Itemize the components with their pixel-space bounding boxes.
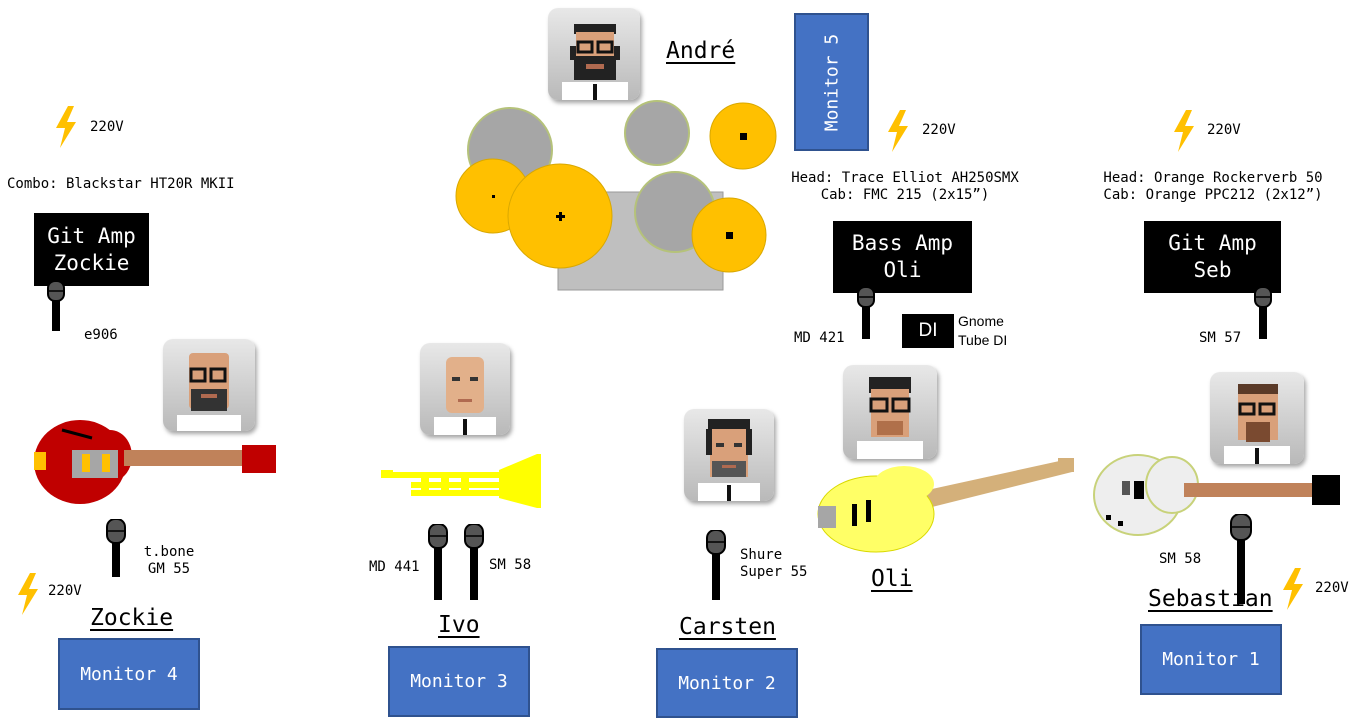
microphone-icon bbox=[47, 281, 65, 331]
avatar-ivo bbox=[420, 343, 510, 435]
avatar-icon bbox=[698, 419, 760, 501]
microphone-icon bbox=[106, 519, 126, 577]
di-label-2: Tube DI bbox=[958, 332, 1008, 348]
avatar-oli bbox=[843, 365, 937, 459]
drum-kit-icon bbox=[455, 100, 777, 291]
lightning-bolt-icon bbox=[888, 110, 908, 152]
name-ivo: Ivo bbox=[438, 612, 480, 638]
mic-label-seb-amp: SM 57 bbox=[1199, 330, 1242, 346]
mic-label-zockie-amp: e906 bbox=[84, 327, 118, 343]
amp-seb: Git Amp Seb bbox=[1144, 221, 1281, 293]
monitor-2-label: Monitor 2 bbox=[678, 672, 776, 694]
mic-label-zockie-vox-2: GM 55 bbox=[147, 561, 191, 577]
avatar-sebastian bbox=[1210, 372, 1304, 464]
name-andre: André bbox=[666, 38, 736, 64]
guitar-icon bbox=[1093, 454, 1340, 536]
lightning-bolt-icon bbox=[18, 573, 38, 615]
amp-zockie-line1: Git Amp bbox=[47, 223, 136, 248]
equipment-oli: Head: Trace Elliot AH250SMX Cab: FMC 215… bbox=[770, 170, 1040, 204]
monitor-5: Monitor 5 bbox=[794, 13, 869, 151]
equipment-oli-head: Head: Trace Elliot AH250SMX bbox=[791, 170, 1019, 186]
equipment-oli-cab: Cab: FMC 215 (2x15”) bbox=[820, 187, 990, 203]
di-label: Gnome Tube DI bbox=[958, 312, 1007, 350]
mic-label-ivo-2: SM 58 bbox=[489, 557, 532, 573]
monitor-4: Monitor 4 bbox=[58, 638, 200, 710]
mic-label-carsten-1: Shure bbox=[740, 547, 783, 563]
equipment-seb-cab: Cab: Orange PPC212 (2x12”) bbox=[1103, 187, 1323, 203]
amp-seb-line2: Seb bbox=[1193, 258, 1232, 282]
mic-label-zockie-vox-1: t.bone bbox=[143, 544, 195, 560]
amp-oli: Bass Amp Oli bbox=[833, 221, 972, 293]
amp-zockie: Git Amp Zockie bbox=[34, 213, 149, 286]
amp-oli-line2: Oli bbox=[883, 258, 922, 282]
microphone-icon bbox=[857, 287, 875, 339]
lightning-bolt-icon bbox=[56, 106, 76, 148]
mic-label-carsten-2: Super 55 bbox=[740, 564, 808, 580]
mic-label-carsten: Shure Super 55 bbox=[740, 547, 807, 581]
name-sebastian: Sebastian bbox=[1148, 586, 1273, 612]
equipment-seb: Head: Orange Rockerverb 50 Cab: Orange P… bbox=[1082, 170, 1344, 204]
power-label-zockie: 220V bbox=[48, 583, 82, 599]
microphone-icon bbox=[1230, 514, 1252, 604]
lightning-bolt-icon bbox=[1283, 568, 1303, 610]
avatar-icon bbox=[177, 353, 241, 431]
monitor-3-label: Monitor 3 bbox=[410, 671, 508, 692]
name-zockie: Zockie bbox=[90, 605, 174, 631]
monitor-3: Monitor 3 bbox=[388, 646, 530, 717]
monitor-5-label: Monitor 5 bbox=[821, 33, 843, 131]
mic-label-ivo-1: MD 441 bbox=[369, 559, 420, 575]
avatar-zockie bbox=[163, 339, 255, 431]
power-label-oli: 220V bbox=[922, 122, 956, 138]
mic-label-zockie-vox: t.bone GM 55 bbox=[134, 544, 204, 578]
di-box: DI bbox=[902, 314, 954, 348]
guitar-icon bbox=[34, 420, 276, 504]
name-carsten: Carsten bbox=[679, 614, 776, 640]
avatar-andre bbox=[548, 8, 640, 100]
bass-guitar-icon bbox=[817, 458, 1074, 553]
power-label-sebastian: 220V bbox=[1315, 580, 1349, 596]
lightning-bolt-icon bbox=[1174, 110, 1194, 152]
mic-label-seb-vox: SM 58 bbox=[1159, 551, 1202, 567]
avatar-carsten bbox=[684, 409, 774, 501]
equipment-seb-head: Head: Orange Rockerverb 50 bbox=[1103, 170, 1323, 186]
power-label-seb-amp: 220V bbox=[1207, 122, 1241, 138]
di-label-1: Gnome bbox=[958, 313, 1004, 329]
amp-seb-line1: Git Amp bbox=[1168, 231, 1257, 255]
monitor-1-label: Monitor 1 bbox=[1162, 649, 1260, 670]
name-oli: Oli bbox=[871, 566, 913, 592]
monitor-4-label: Monitor 4 bbox=[80, 663, 178, 685]
amp-zockie-line2: Zockie bbox=[53, 250, 130, 275]
amp-oli-line1: Bass Amp bbox=[851, 231, 954, 255]
mic-label-oli-amp: MD 421 bbox=[794, 330, 845, 346]
power-label-zockie-amp: 220V bbox=[90, 119, 124, 135]
monitor-2: Monitor 2 bbox=[656, 648, 798, 718]
avatar-icon bbox=[434, 357, 496, 435]
equipment-zockie-combo: Combo: Blackstar HT20R MKII bbox=[7, 176, 235, 192]
monitor-1: Monitor 1 bbox=[1140, 624, 1282, 695]
avatar-icon bbox=[562, 24, 628, 100]
avatar-icon bbox=[1224, 384, 1290, 464]
microphone-icon bbox=[1254, 287, 1272, 339]
microphone-icon bbox=[464, 524, 484, 600]
microphone-icon bbox=[706, 530, 726, 600]
microphone-icon bbox=[428, 524, 448, 600]
trumpet-icon bbox=[381, 454, 541, 508]
avatar-icon bbox=[857, 377, 923, 459]
